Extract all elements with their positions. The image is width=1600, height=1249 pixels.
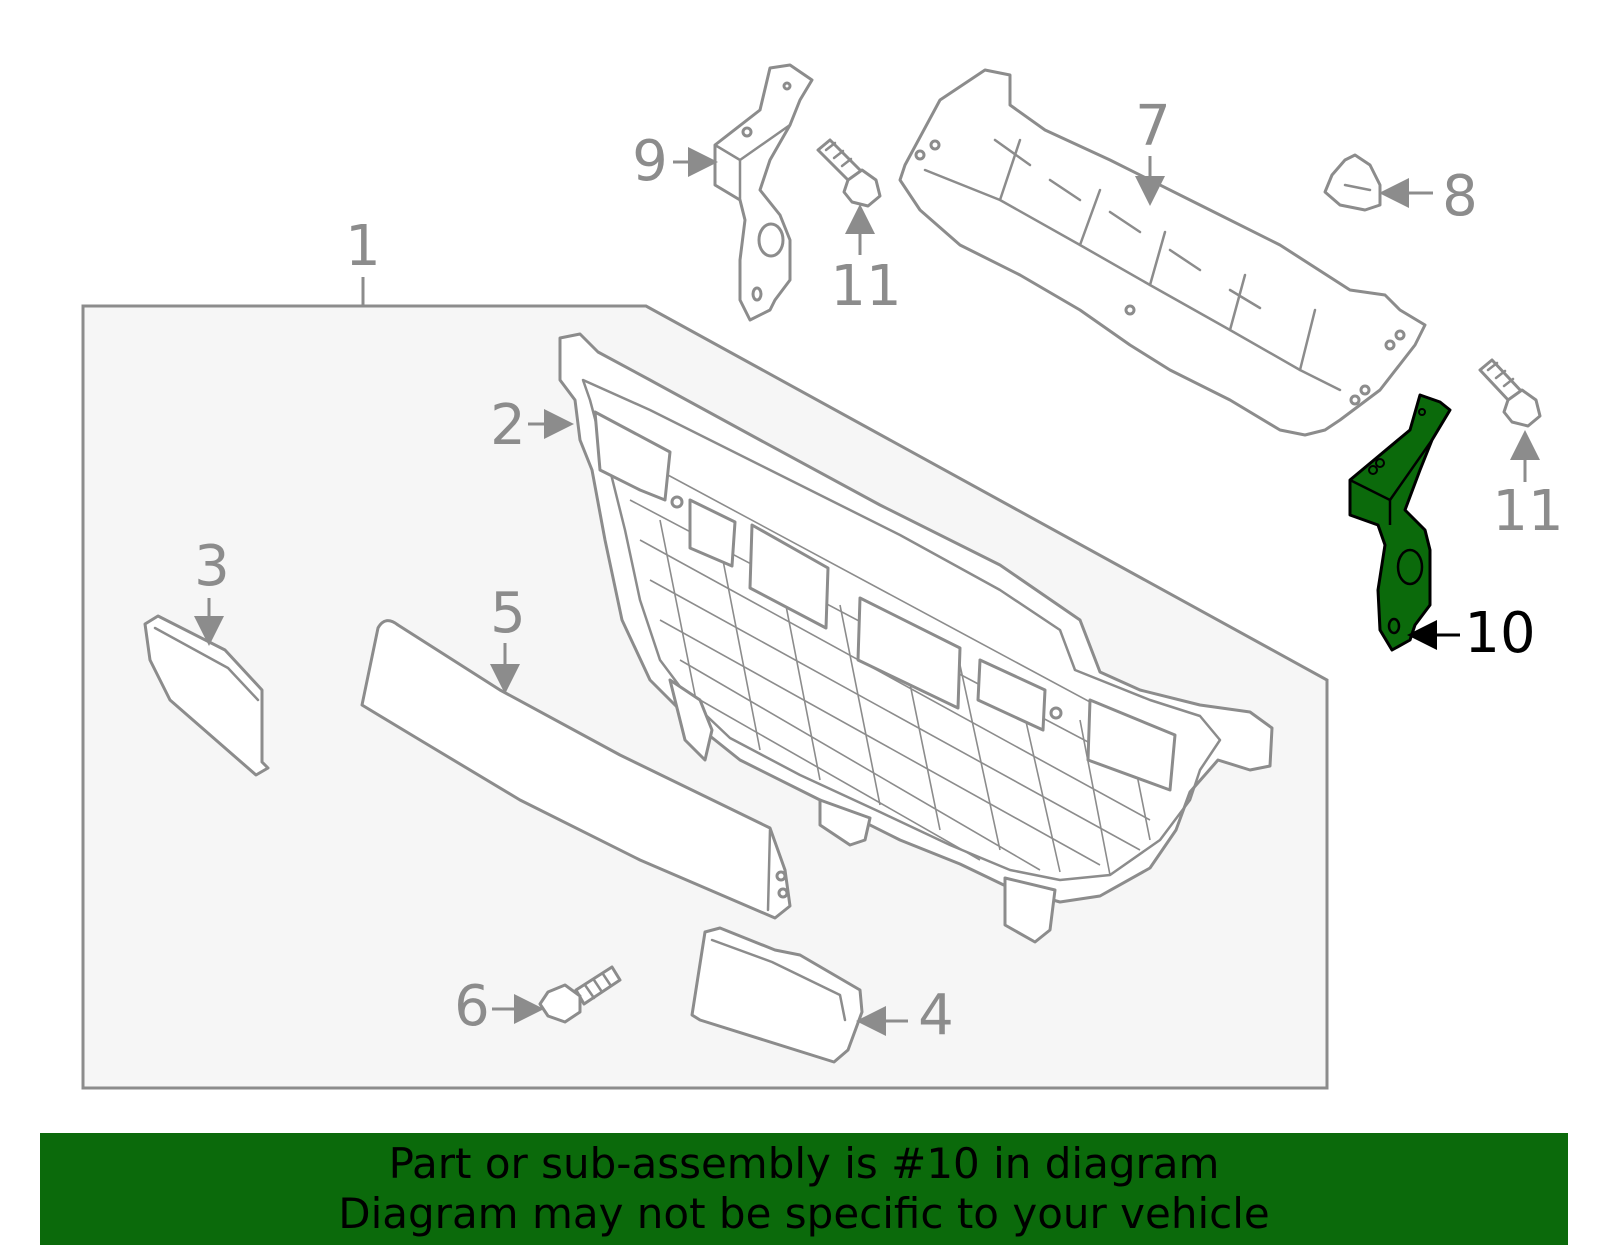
part-5 (360, 619, 792, 920)
info-banner: Part or sub-assembly is #10 in diagram D… (40, 1133, 1568, 1245)
part-11-bolt-b (1478, 358, 1542, 428)
callout-7: 7 (1135, 94, 1171, 159)
part-11-bolt-a (816, 138, 882, 208)
callout-10: 10 (1464, 601, 1535, 666)
part-3 (143, 614, 270, 777)
part-7 (898, 68, 1427, 437)
part-10-highlighted (1348, 393, 1452, 652)
callout-11a: 11 (830, 254, 901, 319)
callout-3: 3 (194, 534, 230, 599)
callout-11b: 11 (1492, 479, 1563, 544)
callout-1: 1 (345, 214, 381, 279)
callout-2: 2 (490, 393, 526, 458)
callout-6: 6 (454, 974, 490, 1039)
grille-part (558, 332, 1274, 944)
callout-4: 4 (918, 983, 954, 1048)
callout-9: 9 (632, 129, 668, 194)
callout-8: 8 (1442, 164, 1478, 229)
part-9 (713, 63, 814, 322)
banner-line-1: Part or sub-assembly is #10 in diagram (388, 1139, 1220, 1188)
banner-line-2: Diagram may not be specific to your vehi… (338, 1189, 1270, 1238)
part-8 (1323, 153, 1382, 212)
callout-5: 5 (490, 581, 526, 646)
